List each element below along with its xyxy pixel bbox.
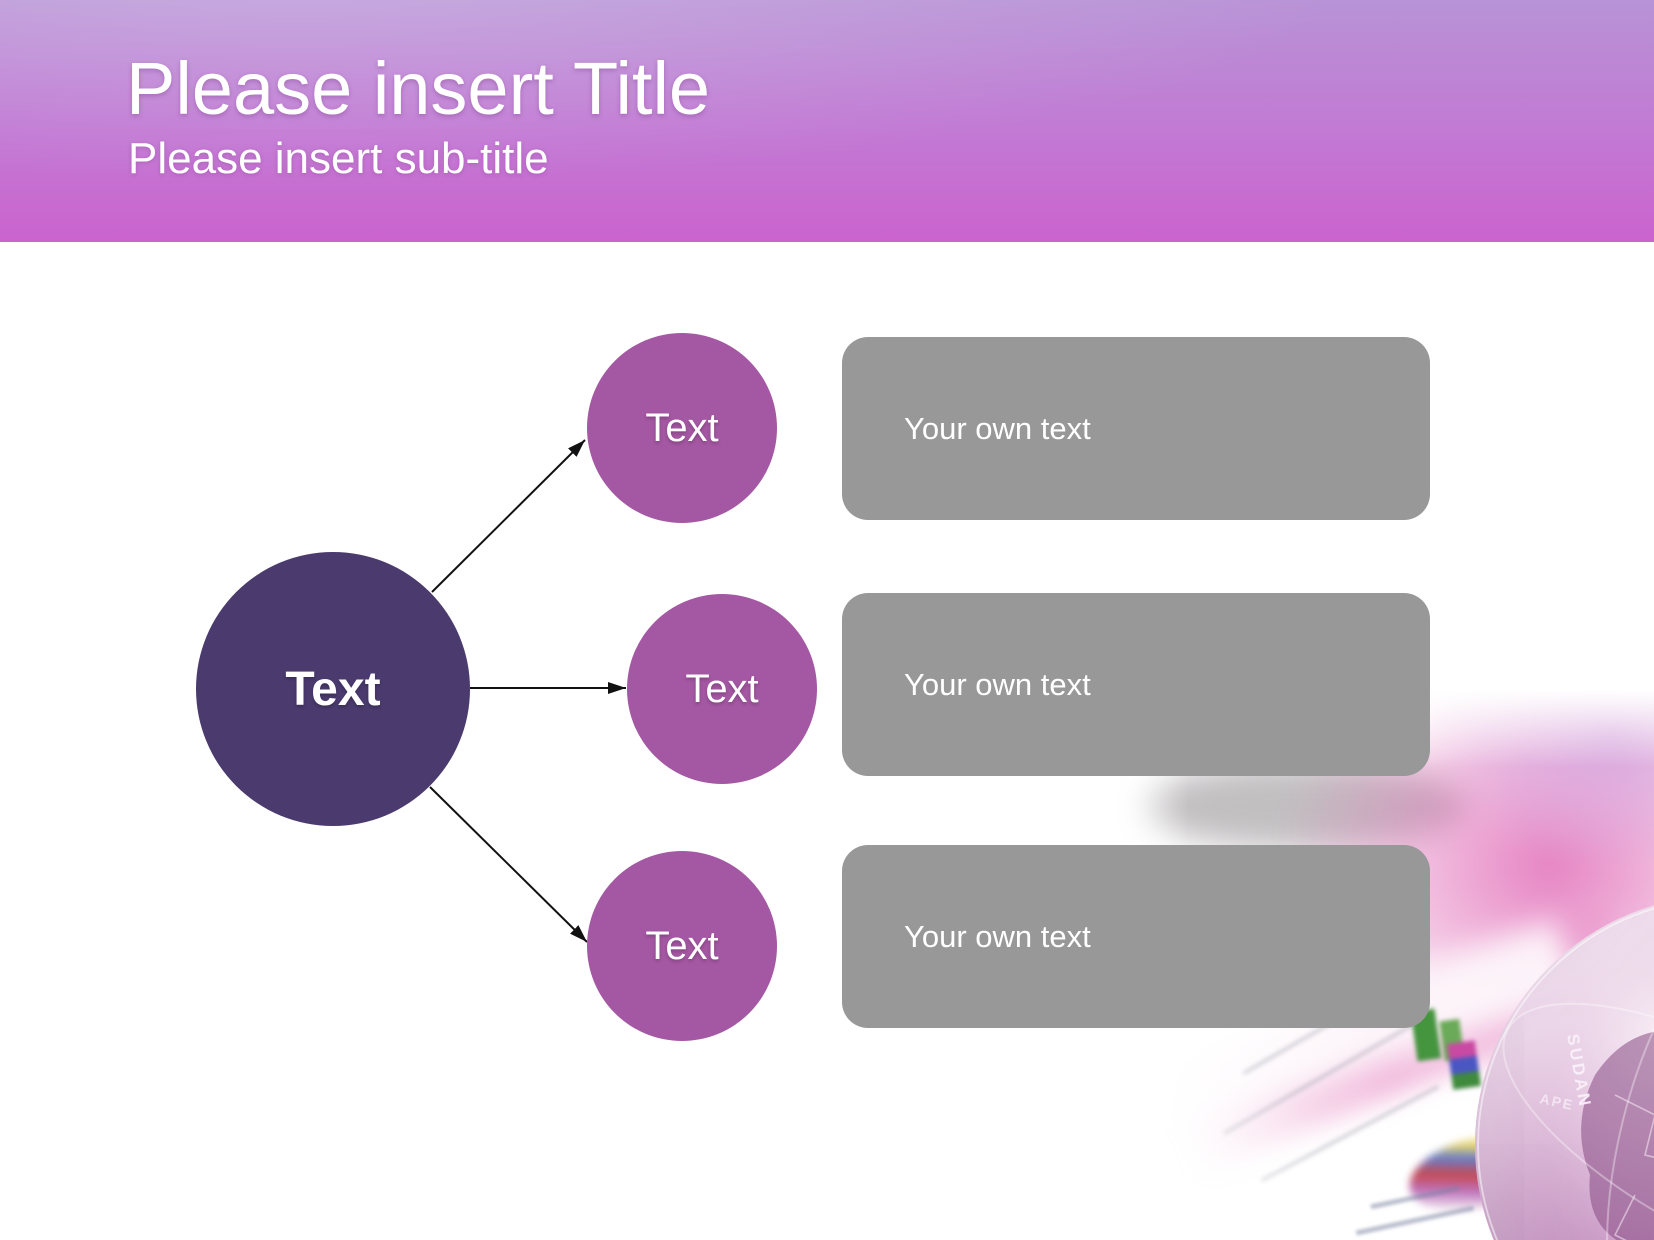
root-node-label: Text: [285, 662, 381, 716]
text-box-2[interactable]: Your own text: [842, 593, 1430, 776]
node-label: Text: [645, 405, 719, 450]
text-box-3[interactable]: Your own text: [842, 845, 1430, 1028]
photo-lavender-haze: [1430, 690, 1654, 870]
node-label: Text: [685, 666, 759, 711]
node-circle-3[interactable]: Text: [587, 851, 777, 1041]
arrow-to-node-1: [431, 439, 586, 593]
arrow-to-node-3: [429, 786, 588, 943]
node-circle-1[interactable]: Text: [587, 333, 777, 523]
text-box-1[interactable]: Your own text: [842, 337, 1430, 520]
document-text-blur: [1355, 1205, 1475, 1236]
slide-subtitle[interactable]: Please insert sub-title: [128, 134, 549, 183]
text-box-label: Your own text: [904, 666, 1091, 702]
globe-icon: SUDAN APE: [1475, 895, 1654, 1240]
globe-map-label-ape: APE: [1538, 1090, 1575, 1113]
slide-header: Please insert Title Please insert sub-ti…: [0, 0, 1654, 242]
slide-title[interactable]: Please insert Title: [126, 47, 711, 130]
text-box-label: Your own text: [904, 410, 1091, 446]
globe-landmass-africa: [1581, 1030, 1654, 1240]
root-node-circle[interactable]: Text: [196, 552, 470, 826]
text-box-label: Your own text: [904, 918, 1091, 954]
node-label: Text: [645, 923, 719, 968]
node-circle-2[interactable]: Text: [627, 594, 817, 784]
